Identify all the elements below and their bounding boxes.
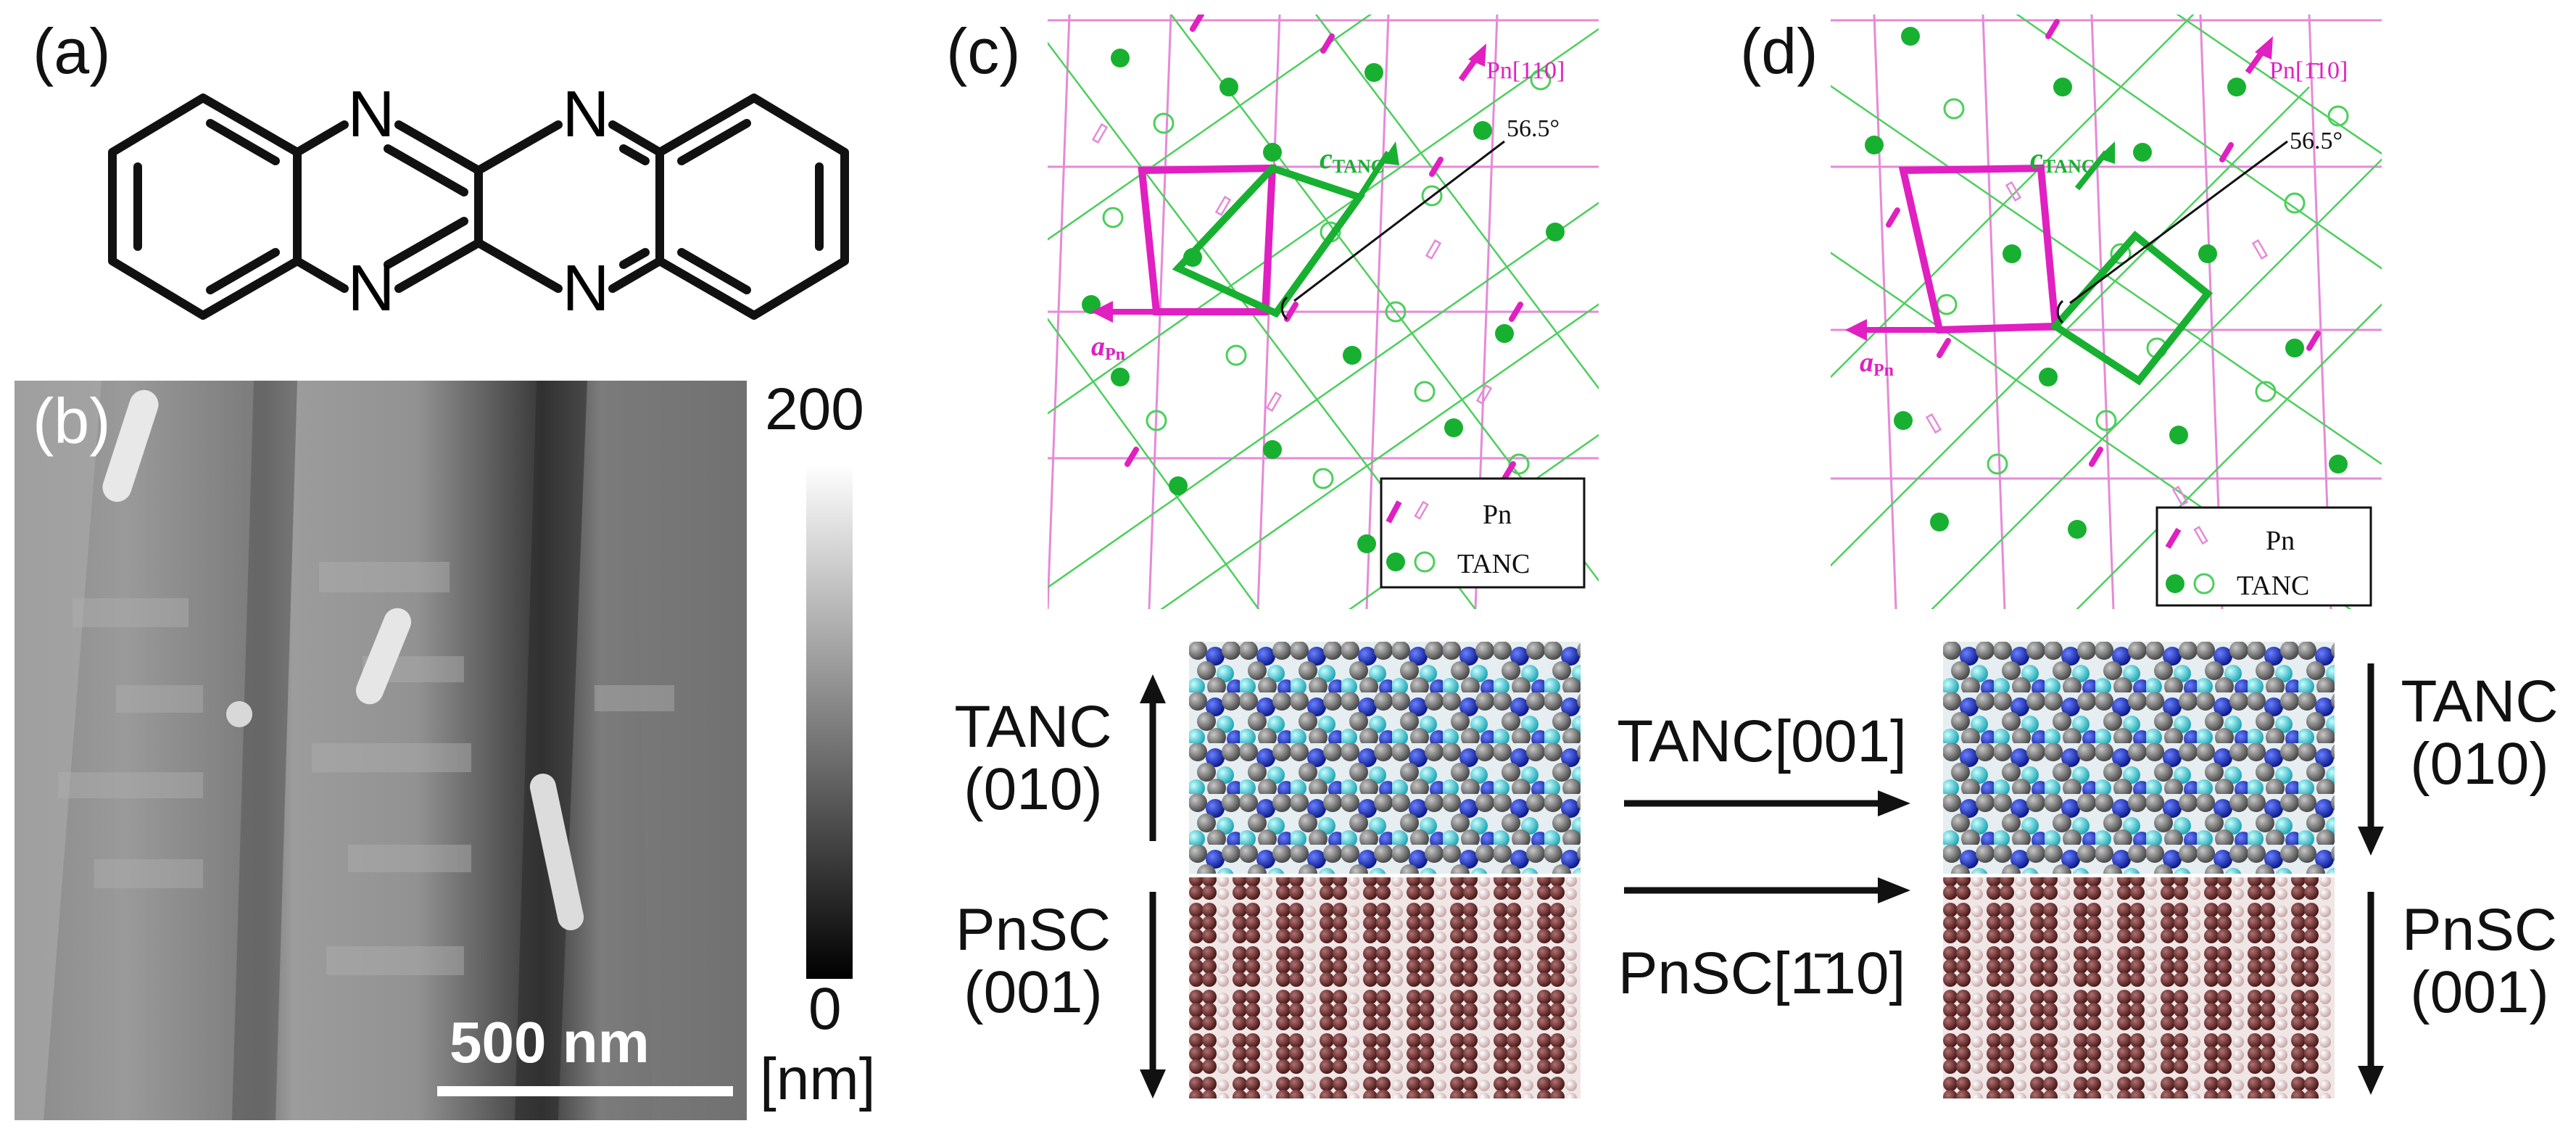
panel-d-label: (d) (1740, 15, 1818, 87)
pn-direction-d: Pn[1̄10] (2269, 57, 2348, 84)
colorbar-min: 0 (808, 976, 842, 1042)
panel-b-label: (b) (33, 385, 111, 457)
left-bottom-label: PnSC (001) (939, 897, 1127, 1026)
center-top-label: TANC[001] (1617, 708, 1907, 774)
right-top-label: TANC (010) (2385, 669, 2574, 798)
left-top-label: TANC (010) (939, 694, 1127, 823)
right-bottom-line1: PnSC (2401, 897, 2558, 963)
nitrogen-atom: N (563, 78, 610, 151)
legend-pn-c: Pn (1483, 500, 1512, 530)
legend-tanc-d: TANC (2237, 571, 2309, 601)
pn-axis-d: aPn (1860, 347, 1894, 380)
lattice-diagram-c: Pn[110] cTANC aPn 56.5° Pn TANC (1048, 15, 1599, 609)
pn-axis-c: aPn (1091, 331, 1125, 364)
legend-tanc-c: TANC (1457, 549, 1530, 579)
colorbar-max: 200 (765, 376, 864, 442)
left-bottom-line2: (001) (964, 959, 1103, 1026)
lattice-diagram-d: Pn[1̄10] cTANC aPn 56.5° Pn TANC (1831, 15, 2382, 609)
tanc-axis-c: cTANC (1320, 142, 1385, 177)
panel-a-label: (a) (33, 15, 111, 87)
right-bottom-line2: (001) (2410, 959, 2549, 1026)
left-bottom-line1: PnSC (955, 897, 1111, 963)
tanc-axis-d: cTANC (2030, 142, 2095, 177)
right-top-line1: TANC (2401, 669, 2559, 734)
scalebar (437, 1086, 733, 1096)
center-arrows (1624, 790, 1910, 903)
afm-image (15, 381, 747, 1120)
angle-label-c: 56.5° (1507, 115, 1560, 142)
stacking-model-left (1189, 642, 1581, 1098)
nitrogen-atom: N (348, 78, 395, 151)
right-bottom-label: PnSC (001) (2385, 897, 2574, 1026)
right-arrows (2358, 663, 2384, 1095)
nitrogen-atom: N (348, 252, 395, 325)
nitrogen-atom: N (563, 252, 610, 325)
legend-pn-d: Pn (2266, 526, 2295, 556)
left-top-line2: (010) (964, 756, 1103, 823)
legend-box-d (2155, 506, 2372, 607)
scalebar-label: 500 nm (450, 1010, 650, 1075)
left-arrows (1140, 674, 1166, 1098)
molecule-structure: N N N N (108, 78, 849, 325)
legend-box-c (1380, 477, 1586, 589)
right-top-line2: (010) (2410, 731, 2549, 798)
center-bottom-label: PnSC[1̄10] (1618, 940, 1906, 1006)
colorbar-unit: [nm] (760, 1046, 876, 1112)
angle-label-d: 56.5° (2290, 128, 2343, 154)
left-top-line1: TANC (954, 694, 1112, 760)
stacking-model-right (1943, 642, 2335, 1098)
pn-direction-c: Pn[110] (1486, 57, 1565, 84)
colorbar (806, 464, 853, 979)
panel-c-label: (c) (946, 15, 1021, 87)
